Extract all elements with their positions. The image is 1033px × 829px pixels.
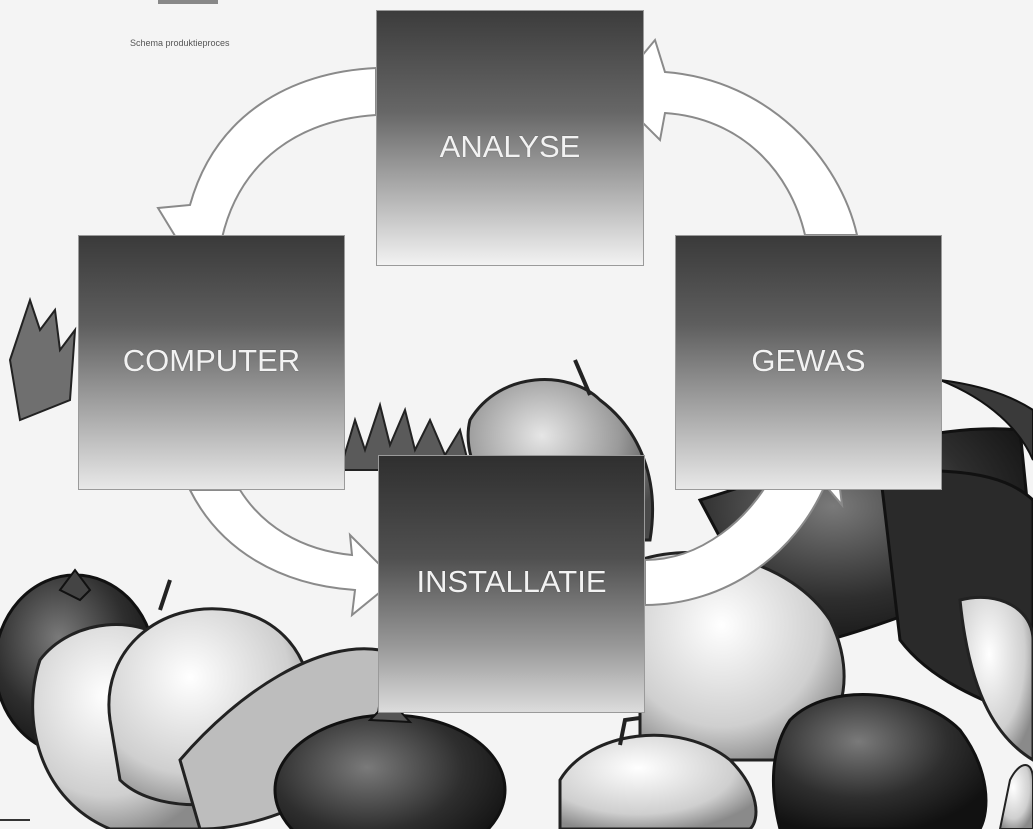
arrow-gewas-to-analyse: [610, 37, 859, 236]
installatie-box: INSTALLATIE: [378, 455, 645, 713]
arrow-computer-to-installatie: [188, 489, 397, 618]
analyse-box: ANALYSE: [376, 10, 644, 266]
computer-label: COMPUTER: [122, 343, 301, 378]
analyse-label: ANALYSE: [439, 129, 581, 164]
installatie-label: INSTALLATIE: [416, 564, 607, 599]
computer-box: COMPUTER: [78, 235, 345, 490]
gewas-label: GEWAS: [751, 343, 866, 378]
header-mark: [158, 0, 218, 4]
gewas-box: GEWAS: [675, 235, 942, 490]
diagram-caption: Schema produktieproces: [130, 38, 230, 48]
